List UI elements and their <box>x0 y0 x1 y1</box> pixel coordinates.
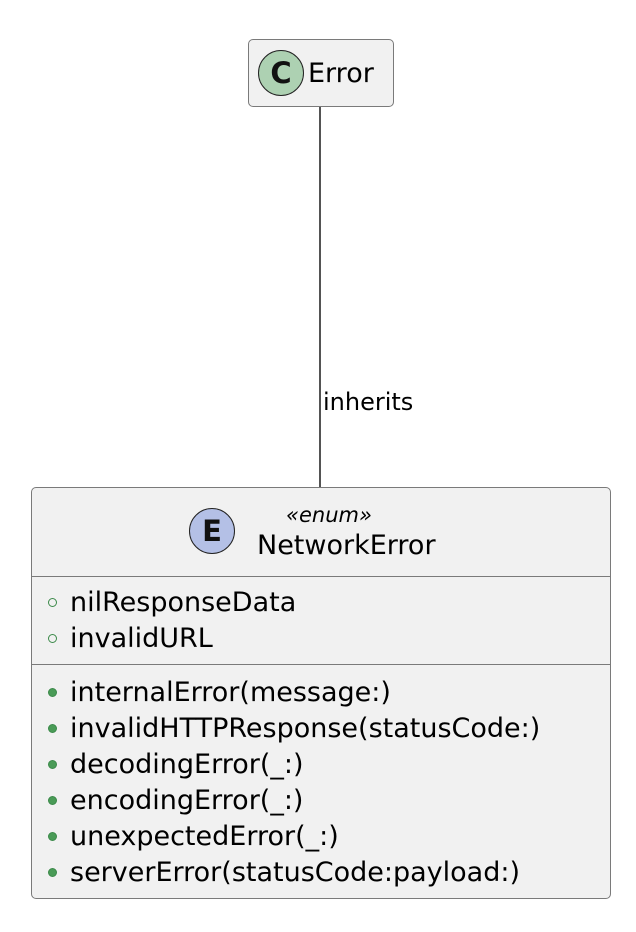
enum-methods-list: internalError(message:) invalidHTTPRespo… <box>32 674 610 890</box>
enum-fields-list: nilResponseData invalidURL <box>32 584 610 656</box>
method-item: encodingError(_:) <box>32 782 610 818</box>
method-label: internalError(message:) <box>70 676 391 708</box>
method-item: unexpectedError(_:) <box>32 818 610 854</box>
method-item: serverError(statusCode:payload:) <box>32 854 610 890</box>
method-label: decodingError(_:) <box>70 748 304 780</box>
fields-divider <box>32 664 610 665</box>
method-label: unexpectedError(_:) <box>70 820 339 852</box>
method-item: decodingError(_:) <box>32 746 610 782</box>
method-visibility-icon <box>48 831 57 841</box>
field-label: nilResponseData <box>70 586 297 618</box>
error-class-name: Error <box>308 57 374 89</box>
method-item: invalidHTTPResponse(statusCode:) <box>32 710 610 746</box>
field-item: nilResponseData <box>32 584 610 620</box>
enum-name: NetworkError <box>257 530 436 561</box>
method-visibility-icon <box>48 723 57 733</box>
inherits-label: inherits <box>323 388 414 416</box>
enum-header: E «enum» NetworkError <box>32 488 610 576</box>
networkerror-enum-box[interactable]: E «enum» NetworkError nilResponseData in… <box>31 487 611 899</box>
field-item: invalidURL <box>32 620 610 656</box>
method-visibility-icon <box>48 867 57 877</box>
enum-stereotype-label: «enum» <box>286 503 372 527</box>
method-item: internalError(message:) <box>32 674 610 710</box>
method-label: serverError(statusCode:payload:) <box>70 856 520 888</box>
field-visibility-icon <box>48 633 57 643</box>
error-class-box[interactable]: C Error <box>248 39 394 107</box>
field-visibility-icon <box>48 597 57 607</box>
enum-stereotype-icon: E <box>189 508 235 554</box>
class-stereotype-icon: C <box>258 50 304 96</box>
header-divider <box>32 576 610 577</box>
method-label: encodingError(_:) <box>70 784 304 816</box>
field-label: invalidURL <box>70 622 213 654</box>
method-label: invalidHTTPResponse(statusCode:) <box>70 712 541 744</box>
method-visibility-icon <box>48 687 57 697</box>
method-visibility-icon <box>48 759 57 769</box>
method-visibility-icon <box>48 795 57 805</box>
